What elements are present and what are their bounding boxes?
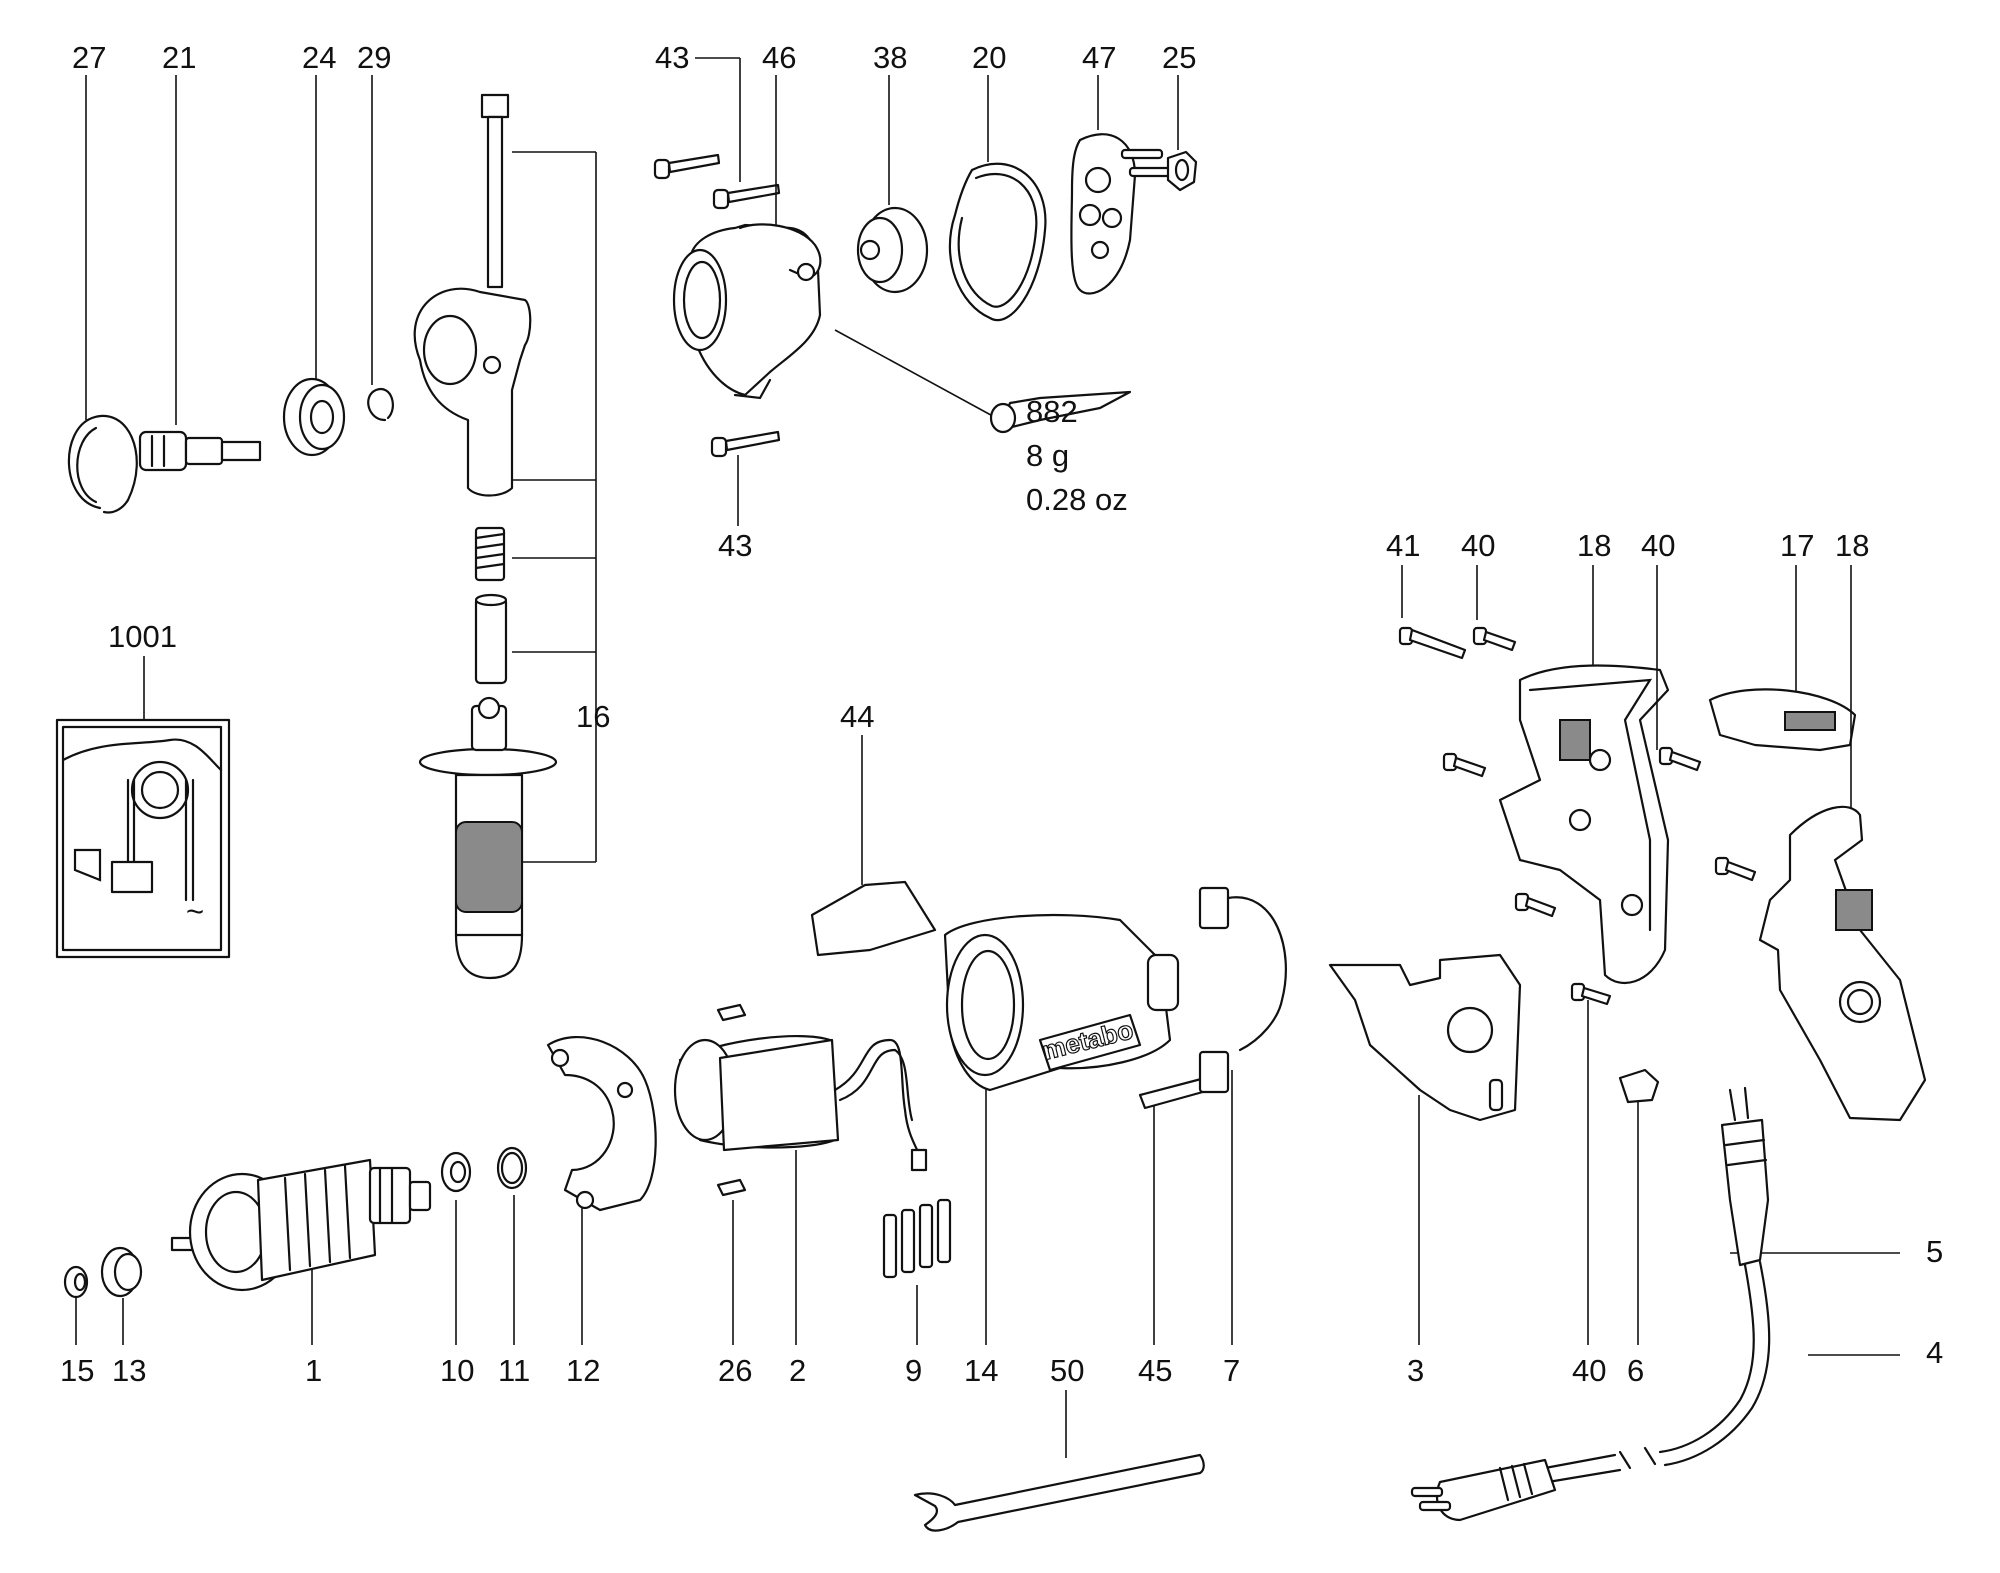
screw-40-a [1472, 565, 1517, 652]
nut-15 [63, 1265, 89, 1345]
screw-40-c [1570, 982, 1612, 1345]
wiring-schematic-1001: ~ [55, 656, 231, 959]
label-12: 12 [566, 1353, 600, 1388]
grease-code: 882 [1026, 394, 1078, 429]
label-40-c: 40 [1572, 1353, 1606, 1388]
label-40-b: 40 [1641, 528, 1675, 563]
handle-half-18-left [1498, 565, 1670, 984]
label-6: 6 [1627, 1353, 1644, 1388]
label-50: 50 [1050, 1353, 1084, 1388]
screw-40-b [1656, 565, 1757, 882]
bearing-10 [440, 1151, 472, 1345]
bearing-13 [100, 1246, 143, 1345]
drill-spindle-21 [138, 75, 262, 472]
label-4: 4 [1926, 1335, 1943, 1370]
label-40-a: 40 [1461, 528, 1495, 563]
gasket-20 [948, 75, 1047, 322]
label-plate-44 [810, 735, 937, 957]
field-coil-2 [673, 1035, 928, 1345]
grease-tube-882: 882 8 g 0.28 oz [989, 390, 1132, 517]
label-18-b: 18 [1835, 528, 1869, 563]
label-18-a: 18 [1577, 528, 1611, 563]
bearing-bracket-12 [546, 1036, 657, 1345]
cover-17 [1708, 565, 1857, 752]
screws-40-left [1442, 752, 1557, 918]
switch-3 [1328, 953, 1522, 1345]
label-10: 10 [440, 1353, 474, 1388]
ac-symbol: ~ [186, 894, 204, 929]
label-14: 14 [964, 1353, 998, 1388]
screws-43-top [653, 57, 781, 210]
label-29: 29 [357, 40, 391, 75]
label-41: 41 [1386, 528, 1420, 563]
ring-11 [496, 1146, 528, 1345]
label-20: 20 [972, 40, 1006, 75]
brushes-9 [882, 1198, 952, 1345]
armature-1 [170, 1158, 432, 1345]
label-25: 25 [1162, 40, 1196, 75]
grease-weight-metric: 8 g [1026, 438, 1069, 473]
label-26: 26 [718, 1353, 752, 1388]
label-27: 27 [72, 40, 106, 75]
label-17: 17 [1780, 528, 1814, 563]
wrench-50 [913, 1390, 1205, 1532]
bearing-plate-47 [1070, 75, 1172, 295]
cable-with-plug-4-5 [1410, 1086, 1900, 1522]
label-1: 1 [305, 1353, 322, 1388]
label-45 [1138, 1076, 1212, 1345]
label-5: 5 [1926, 1234, 1943, 1269]
nut-25 [1166, 75, 1198, 192]
grease-weight-imperial: 0.28 oz [1026, 482, 1128, 517]
label-45: 45 [1138, 1353, 1172, 1388]
spring [474, 526, 506, 582]
label-13: 13 [112, 1353, 146, 1388]
auxiliary-handle-16 [413, 93, 597, 980]
label-11: 11 [498, 1353, 530, 1388]
label-44: 44 [840, 699, 874, 734]
screw-43-bottom [710, 430, 781, 526]
label-3: 3 [1407, 1353, 1424, 1388]
label-9: 9 [905, 1353, 922, 1388]
label-46: 46 [762, 40, 796, 75]
screw-41 [1398, 565, 1467, 660]
label-2: 2 [789, 1353, 806, 1388]
label-47: 47 [1082, 40, 1116, 75]
ball-bearing-24 [282, 75, 346, 457]
label-38: 38 [873, 40, 907, 75]
label-43-bottom: 43 [718, 528, 752, 563]
label-16: 16 [576, 699, 610, 734]
gear-housing-46 [672, 75, 1001, 421]
label-1001: 1001 [108, 619, 177, 654]
handle-half-18-right [1758, 565, 1927, 1122]
label-24: 24 [302, 40, 336, 75]
label-43-top: 43 [655, 40, 689, 75]
carbon-brushes-26 [716, 1003, 747, 1345]
retaining-ring-27 [67, 75, 138, 514]
circlip-29 [367, 75, 394, 422]
label-21: 21 [162, 40, 196, 75]
bearing-38 [856, 75, 929, 294]
label-15: 15 [60, 1353, 94, 1388]
switch-component-7 [1198, 886, 1287, 1345]
label-7: 7 [1223, 1353, 1240, 1388]
part-labels: 27 21 24 29 43 46 38 20 47 25 43 16 1001… [60, 40, 1943, 1388]
cable-clamp-6 [1618, 1068, 1660, 1345]
motor-housing-14: metabo [943, 913, 1180, 1345]
